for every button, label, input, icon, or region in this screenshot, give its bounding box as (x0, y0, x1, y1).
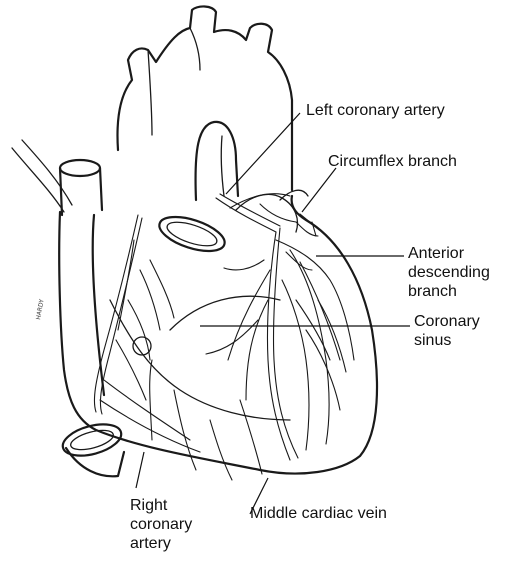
vena-cava (60, 160, 102, 215)
label-middle-cardiac-vein: Middle cardiac vein (250, 504, 387, 523)
label-right-coronary-artery: Right coronary artery (130, 496, 192, 553)
artist-signature: HARDY (35, 298, 46, 320)
label-circumflex-branch: Circumflex branch (328, 152, 457, 171)
label-left-coronary-artery: Left coronary artery (306, 101, 445, 120)
middle-cardiac-vessels (174, 390, 262, 480)
pulmonary-trunk (155, 210, 228, 258)
right-coronary-vessels (94, 215, 200, 452)
heart-outline (59, 196, 377, 474)
aortic-arch (118, 6, 292, 200)
label-anterior-descending-branch: Anterior descending branch (408, 244, 490, 301)
label-coronary-sinus: Coronary sinus (414, 312, 480, 350)
